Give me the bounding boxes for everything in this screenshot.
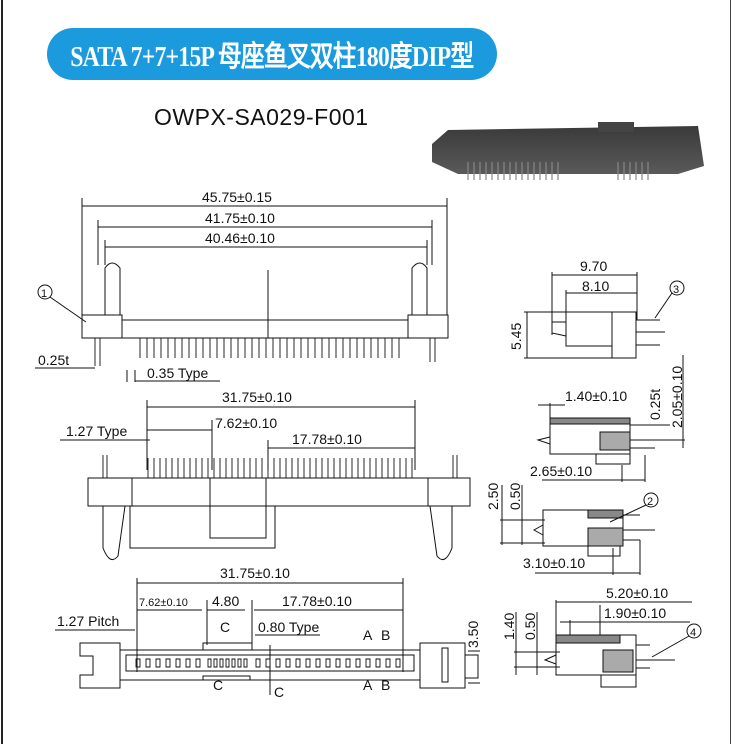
b-offset: 0.50 bbox=[507, 483, 523, 510]
side-dim-left: 7.62±0.10 bbox=[215, 415, 277, 431]
section-c-bottom: C bbox=[213, 677, 223, 693]
callout-4: 4 bbox=[690, 627, 696, 639]
c-inner: 1.90±0.10 bbox=[604, 605, 666, 621]
section-a-top: A bbox=[363, 627, 373, 643]
bottom-view: 31.75±0.10 7.62±0.10 4.80 17.78±0.10 1.2… bbox=[55, 565, 481, 700]
dim-overall: 45.75±0.15 bbox=[202, 189, 272, 205]
callout-3: 3 bbox=[673, 284, 679, 296]
side-dim-total: 31.75±0.10 bbox=[222, 389, 292, 405]
section-b-top: B bbox=[381, 627, 390, 643]
a-dim-1: 1.40±0.10 bbox=[565, 388, 627, 404]
section-b-bottom: B bbox=[381, 677, 390, 693]
bottom-dim-left: 7.62±0.10 bbox=[139, 597, 188, 609]
dim-inner: 40.46±0.10 bbox=[205, 230, 275, 246]
part-number: OWPX-SA029-F001 bbox=[154, 104, 369, 130]
dim-mid: 41.75±0.10 bbox=[205, 210, 275, 226]
end-inner: 8.10 bbox=[582, 278, 609, 294]
side-view: 31.75±0.10 7.62±0.10 17.78±0.10 1.27 Typ… bbox=[60, 389, 471, 561]
section-c-view: 5.20±0.10 1.90±0.10 1.40 0.50 4 bbox=[501, 585, 702, 688]
bottom-pitch: 1.27 Pitch bbox=[57, 613, 119, 629]
section-b-view: 2.50 0.50 3.10±0.10 2 bbox=[485, 483, 659, 575]
section-c-top: C bbox=[220, 619, 230, 635]
c-offset: 0.50 bbox=[522, 613, 538, 640]
thickness-label: 0.25t bbox=[38, 352, 69, 368]
a-height: 2.05±0.10 bbox=[669, 366, 685, 428]
b-depth: 3.10±0.10 bbox=[523, 555, 585, 571]
a-depth: 2.65±0.10 bbox=[530, 463, 592, 479]
c-height: 1.40 bbox=[501, 613, 517, 640]
b-height: 2.50 bbox=[485, 483, 501, 510]
bottom-dim-center: 4.80 bbox=[212, 593, 239, 609]
section-c-center: C bbox=[274, 684, 284, 700]
callout-2: 2 bbox=[647, 496, 653, 508]
c-width: 5.20±0.10 bbox=[606, 585, 668, 601]
bottom-dim-right: 17.78±0.10 bbox=[282, 593, 352, 609]
pin-width-label: 0.35 Type bbox=[147, 365, 208, 381]
title-banner: SATA 7+7+15P 母座鱼叉双柱180度DIP型 bbox=[47, 28, 497, 80]
section-a-view: 1.40±0.10 0.25t 2.05±0.10 2.65±0.10 bbox=[530, 355, 685, 482]
side-dim-right: 17.78±0.10 bbox=[292, 431, 362, 447]
product-photo bbox=[432, 122, 704, 180]
end-view: 9.70 8.10 5.45 3 bbox=[508, 258, 685, 359]
section-a-bottom: A bbox=[363, 677, 373, 693]
bottom-pin-width: 0.80 Type bbox=[258, 619, 319, 635]
end-height: 5.45 bbox=[508, 323, 524, 350]
side-pitch: 1.27 Type bbox=[66, 423, 127, 439]
frame-border-right bbox=[730, 0, 731, 744]
front-view: 45.75±0.15 41.75±0.10 40.46±0.10 1 0.25t… bbox=[35, 189, 449, 382]
end-width: 9.70 bbox=[580, 258, 607, 274]
callout-1: 1 bbox=[41, 288, 47, 300]
a-thickness: 0.25t bbox=[647, 389, 663, 420]
frame-border-left bbox=[1, 0, 3, 744]
bottom-dim-total: 31.75±0.10 bbox=[220, 565, 290, 581]
title-text: SATA 7+7+15P 母座鱼叉双柱180度DIP型 bbox=[70, 41, 474, 73]
bottom-height: 3.50 bbox=[465, 621, 481, 648]
